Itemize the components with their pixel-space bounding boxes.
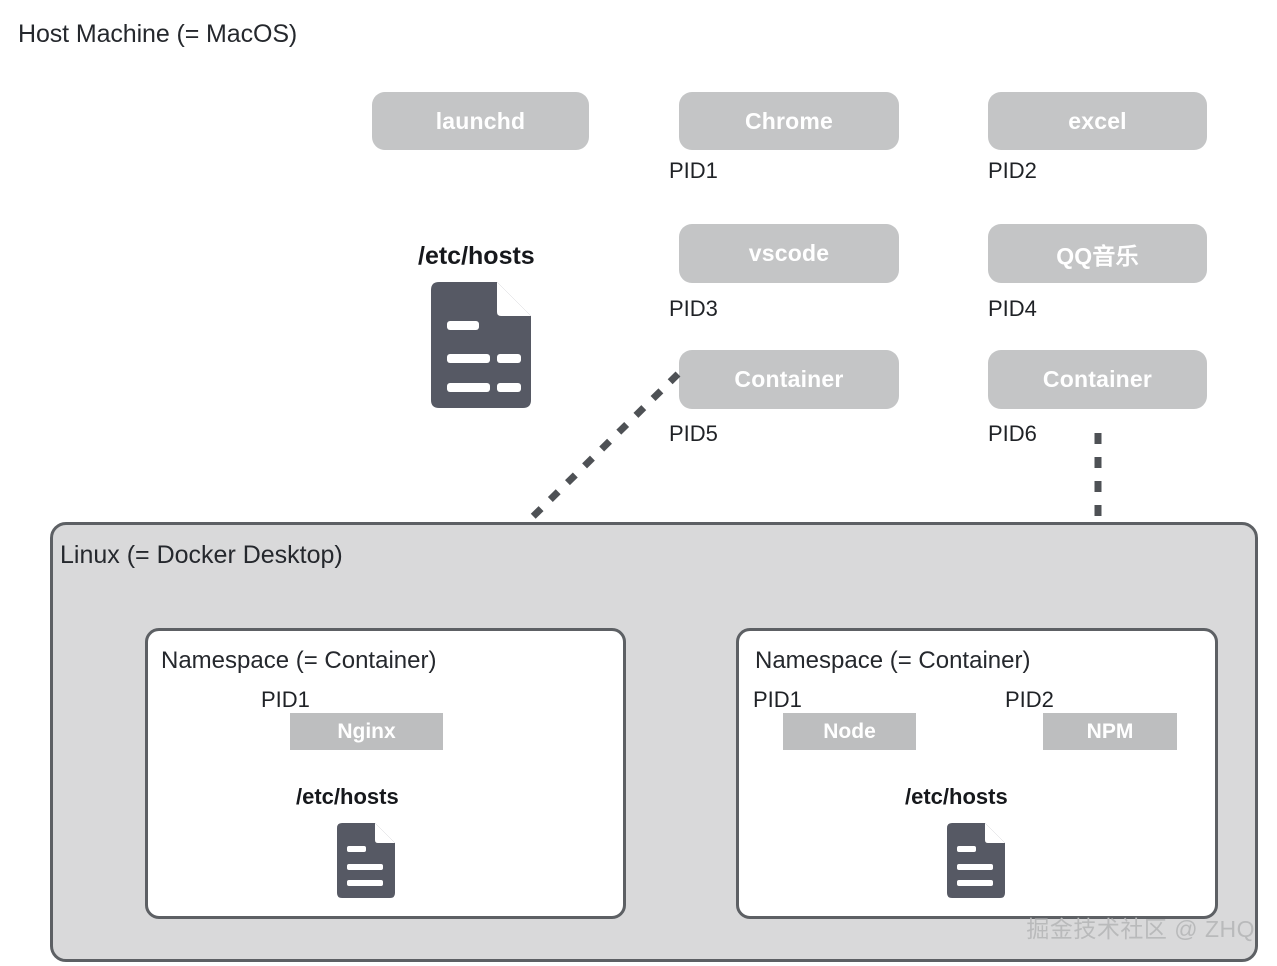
document-icon [337, 823, 395, 898]
process-label: NPM [1086, 719, 1134, 743]
process-pill-label: Container [1042, 366, 1153, 392]
document-icon [431, 282, 531, 408]
process-pill-label: Container [734, 366, 844, 392]
namespace-right-process-npm[interactable]: NPM [1043, 713, 1177, 750]
namespace-left-process-nginx[interactable]: Nginx [290, 713, 443, 750]
process-pill-vscode[interactable]: vscode [679, 224, 899, 283]
process-pill-launchd[interactable]: launchd [372, 92, 589, 150]
process-pill-container-pid5[interactable]: Container [679, 350, 899, 409]
namespace-right-pid-1: PID1 [753, 687, 802, 712]
pid-label-container-pid5: PID5 [669, 421, 718, 446]
pid-label-qq-music: PID4 [988, 296, 1037, 321]
process-pill-qq-music[interactable]: QQ音乐 [988, 224, 1207, 283]
process-pill-label: excel [1068, 107, 1127, 134]
linux-panel-title: Linux (= Docker Desktop) [60, 541, 343, 569]
process-pill-chrome[interactable]: Chrome [679, 92, 899, 150]
process-pill-label: vscode [748, 240, 830, 266]
process-pill-container-pid6[interactable]: Container [988, 350, 1207, 409]
process-label: Node [823, 719, 876, 743]
pid-label-chrome: PID1 [669, 158, 718, 183]
host-hosts-file-caption: /etc/hosts [418, 242, 535, 270]
process-pill-label: QQ音乐 [1056, 242, 1139, 269]
namespace-right-hosts-caption: /etc/hosts [905, 784, 1008, 809]
pid-label-excel: PID2 [988, 158, 1037, 183]
namespace-left-hosts-caption: /etc/hosts [296, 784, 399, 809]
document-icon [947, 823, 1005, 898]
namespace-right-pid-2: PID2 [1005, 687, 1054, 712]
namespace-left-pid-1: PID1 [261, 687, 310, 712]
namespace-right-title: Namespace (= Container) [755, 647, 1031, 674]
namespace-right-process-node[interactable]: Node [783, 713, 916, 750]
watermark: 掘金技术社区 @ ZHQ [1026, 916, 1255, 942]
process-label: Nginx [337, 719, 396, 743]
pid-label-vscode: PID3 [669, 296, 718, 321]
process-pill-label: launchd [435, 107, 526, 134]
pid-label-container-pid6: PID6 [988, 421, 1037, 446]
host-machine-title: Host Machine (= MacOS) [18, 20, 298, 48]
process-pill-label: Chrome [744, 107, 834, 134]
process-pill-excel[interactable]: excel [988, 92, 1207, 150]
namespace-left-title: Namespace (= Container) [161, 647, 437, 674]
